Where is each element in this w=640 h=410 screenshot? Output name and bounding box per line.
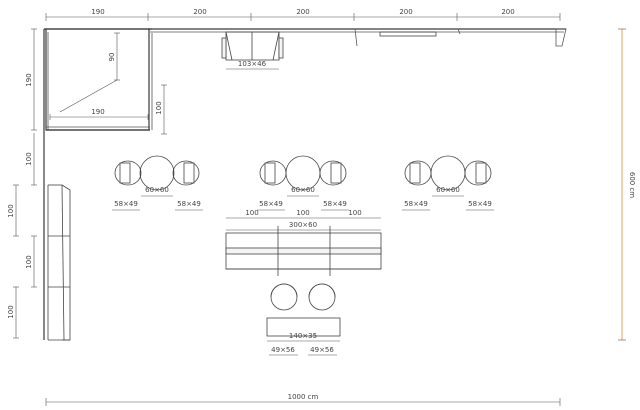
top-dim-4: 200 (399, 8, 412, 16)
table-label-3: 60×60 (436, 186, 460, 194)
coffee-table-label: 140×35 (289, 332, 317, 340)
top-dim-1: 190 (91, 8, 104, 16)
inner-dim-190: 190 (91, 108, 104, 116)
overall-width-label: 1000 cm (288, 393, 319, 401)
top-dimension-line: 190 200 200 200 200 (45, 8, 561, 21)
sofa-segment-3: 100 (348, 209, 361, 217)
chair-left-label-3: 58×49 (404, 200, 428, 208)
top-dim-3: 200 (296, 8, 309, 16)
chair-right-label-2: 58×49 (323, 200, 347, 208)
sofa-segment-2: 100 (296, 209, 309, 217)
chair-right-label-1: 58×49 (177, 200, 201, 208)
dining-set-2: 60×60 58×49 58×49 (257, 155, 349, 211)
armchair-label-1: 49×56 (271, 346, 295, 354)
left-dim-100-c: 100 (25, 255, 33, 268)
overall-width-dimension: 1000 cm (45, 393, 561, 406)
sofa-segment-1: 100 (245, 209, 258, 217)
dining-set-1: 60×60 58×49 58×49 (112, 155, 203, 211)
left-dim-100-b: 100 (7, 204, 15, 217)
chair-right-label-3: 58×49 (468, 200, 492, 208)
left-dimension-line: 190 100 100 100 100 (7, 28, 37, 339)
left-dim-190: 190 (25, 73, 33, 86)
left-room: 90 190 100 (45, 28, 167, 135)
inner-dim-100: 100 (155, 101, 163, 114)
table-label-2: 60×60 (291, 186, 315, 194)
armchairs (270, 283, 336, 311)
coffee-table: 140×35 49×56 49×56 (266, 317, 341, 356)
sofa-total-label: 300×60 (289, 221, 317, 229)
armchair-label-2: 49×56 (310, 346, 334, 354)
dining-set-3: 60×60 58×49 58×49 (402, 155, 494, 211)
table-label-1: 60×60 (145, 186, 169, 194)
walls (43, 28, 567, 340)
inner-dim-90: 90 (108, 53, 116, 62)
overall-height-label: 600 cm (628, 172, 636, 198)
cabinet: 103×46 (221, 31, 284, 70)
left-shelving (47, 184, 71, 341)
top-dim-5: 200 (501, 8, 514, 16)
chair-left-label-1: 58×49 (114, 200, 138, 208)
chair-left-label-2: 58×49 (259, 200, 283, 208)
left-dim-100-a: 100 (25, 152, 33, 165)
cabinet-label: 103×46 (238, 60, 267, 68)
left-dim-100-d: 100 (7, 305, 15, 318)
overall-height-dimension: 600 cm (618, 28, 636, 341)
sofa: 100 100 100 300×60 (225, 209, 382, 276)
top-dim-2: 200 (193, 8, 206, 16)
